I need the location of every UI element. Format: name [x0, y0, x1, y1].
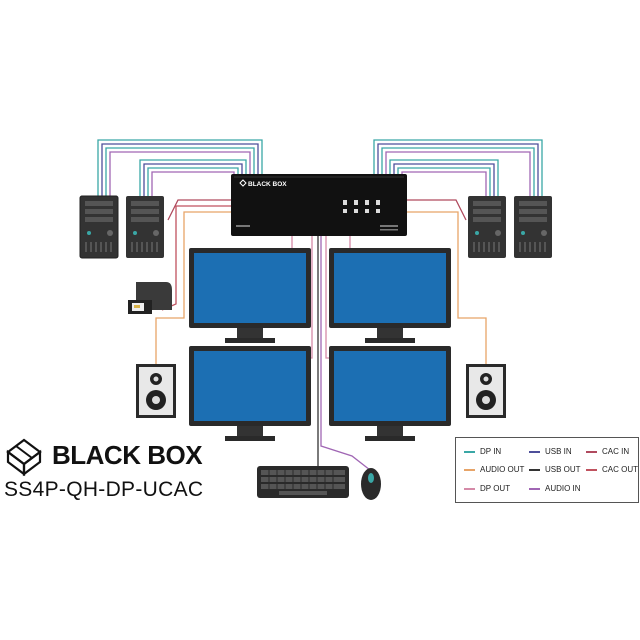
legend-item: USB IN: [529, 447, 572, 456]
monitor-icon: [189, 248, 311, 343]
computer-tower-icon: [468, 196, 506, 258]
speaker-icon: [136, 364, 176, 418]
legend-item: CAC OUT: [586, 465, 638, 474]
cable-dp-in-right-2b: [389, 159, 499, 198]
legend: DP IN USB IN CAC IN AUDIO OUT USB OUT CA…: [455, 437, 639, 503]
legend-swatch: [529, 468, 540, 471]
cable-usb-right-2: [393, 163, 495, 198]
legend-label: AUDIO IN: [545, 484, 581, 493]
computer-tower-icon: [514, 196, 552, 258]
legend-label: USB IN: [545, 447, 572, 456]
legend-item: USB OUT: [529, 465, 581, 474]
legend-label: USB OUT: [545, 465, 581, 474]
cable-dp-in-left-2: [105, 147, 255, 198]
legend-label: DP IN: [480, 447, 502, 456]
legend-swatch: [464, 487, 475, 490]
cable-dp-in-left-1: [97, 139, 263, 198]
legend-item: CAC IN: [586, 447, 629, 456]
cable-audio-in-right-1: [385, 151, 531, 198]
mouse-icon: [361, 468, 381, 500]
kvm-switch-body: [231, 174, 407, 236]
legend-swatch: [464, 450, 475, 453]
legend-label: CAC OUT: [602, 465, 638, 474]
cables: [97, 139, 543, 471]
cable-dp-in-right-2: [381, 147, 535, 198]
legend-item: AUDIO OUT: [464, 465, 524, 474]
cable-dp-in-right-3: [397, 167, 491, 198]
monitor-icon: [329, 346, 451, 441]
legend-item: AUDIO IN: [529, 484, 581, 493]
legend-swatch: [464, 468, 475, 471]
legend-swatch: [529, 487, 540, 490]
computer-tower-icon: [79, 195, 119, 259]
kvm-switch: BLACK BOX: [231, 174, 407, 236]
keyboard-icon: [257, 466, 349, 498]
legend-label: AUDIO OUT: [480, 465, 525, 474]
legend-label: DP OUT: [480, 484, 511, 493]
monitor-icon: [189, 346, 311, 441]
legend-swatch: [586, 468, 597, 471]
brand-name: BLACK BOX: [52, 440, 203, 470]
computer-tower-icon: [126, 196, 164, 258]
cable-audio-out-right: [406, 211, 487, 365]
cable-audio-out-left: [155, 211, 232, 365]
legend-item: DP OUT: [464, 484, 510, 493]
legend-swatch: [529, 450, 540, 453]
cable-usb-left-2: [143, 163, 243, 198]
cable-audio-in-mouse: [320, 236, 371, 471]
speaker-icon: [466, 364, 506, 418]
monitor-icon: [329, 248, 451, 343]
cable-dp-in-left-3: [139, 159, 247, 198]
kvm-port-buttons: [343, 200, 380, 213]
legend-swatch: [586, 450, 597, 453]
cable-dp-in-left-4: [147, 167, 239, 198]
cable-usb-right-1: [377, 143, 539, 198]
cable-dp-out-4: [325, 236, 330, 359]
cable-audio-in-left-1: [109, 151, 251, 198]
kvm-unit-logo: BLACK BOX: [248, 181, 287, 188]
cable-audio-in-right-2: [401, 171, 487, 198]
cable-usb-left-1: [101, 143, 259, 198]
cable-cac-in-right: [406, 199, 467, 221]
cable-audio-in-left-2: [151, 171, 235, 198]
cable-cac-in-left: [167, 199, 232, 221]
black-box-logo-icon: [6, 438, 42, 477]
legend-label: CAC IN: [602, 447, 630, 456]
card-reader-icon: [128, 282, 172, 314]
cable-dp-in-right-1: [373, 139, 543, 198]
model-number: SS4P-QH-DP-UCAC: [4, 478, 204, 501]
black-box-logo-icon: [239, 179, 247, 187]
legend-item: DP IN: [464, 447, 501, 456]
